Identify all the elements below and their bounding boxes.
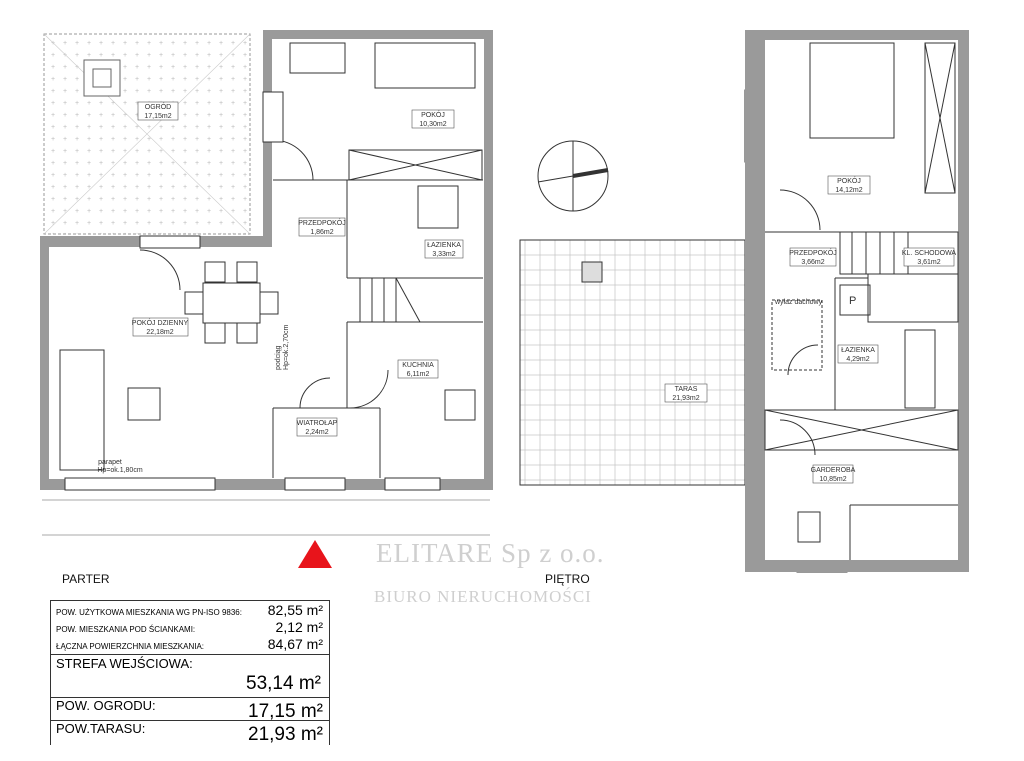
svg-text:PRZEDPOKÓJ: PRZEDPOKÓJ <box>298 218 345 227</box>
sidewalk <box>42 499 490 536</box>
terrace-row: POW.TARASU:21,93 m² <box>51 720 329 745</box>
svg-text:2,24m2: 2,24m2 <box>305 429 328 436</box>
svg-text:POKÓJ: POKÓJ <box>421 110 445 119</box>
entrance-marker-icon <box>298 540 332 568</box>
room-label-przedpokoj: PRZEDPOKÓJ 1,86m2 <box>298 217 346 237</box>
room-label-pokoj: POKÓJ 10,30m2 <box>411 109 455 129</box>
svg-text:6,11m2: 6,11m2 <box>407 371 430 378</box>
svg-text:PRZEDPOKÓJ: PRZEDPOKÓJ <box>789 248 836 257</box>
room-label-ogrod: OGRÓD 17,15m2 <box>137 101 179 121</box>
svg-text:3,61m2: 3,61m2 <box>917 259 940 266</box>
room-label-taras: TARAS 21,93m2 <box>664 383 708 403</box>
svg-text:4,29m2: 4,29m2 <box>846 356 869 363</box>
svg-text:P: P <box>849 295 856 307</box>
room-label-lazienka-upper: ŁAZIENKA 4,29m2 <box>837 344 879 364</box>
svg-text:Hp=ok.1,80cm: Hp=ok.1,80cm <box>97 467 142 474</box>
svg-text:KL. SCHODOWA: KL. SCHODOWA <box>902 250 957 257</box>
summary-row: POW. UŻYTKOWA MIESZKANIA WG PN-ISO 9836:… <box>51 600 329 620</box>
room-label-wiatrolap: WIATROŁAP 2,24m2 <box>297 417 338 437</box>
area-summary-table: POW. UŻYTKOWA MIESZKANIA WG PN-ISO 9836:… <box>50 600 330 745</box>
svg-text:Hp=ok.2,70cm: Hp=ok.2,70cm <box>283 325 290 370</box>
summary-row: POW. MIESZKANIA POD ŚCIANKAMI:2,12 m² <box>56 619 323 635</box>
garden-row: POW. OGRODU:17,15 m² <box>51 697 329 722</box>
upper-floor-interior <box>764 42 959 560</box>
svg-text:podciąg: podciąg <box>275 345 282 370</box>
svg-text:POKÓJ: POKÓJ <box>837 176 861 185</box>
summary-row: ŁĄCZNA POWIERZCHNIA MIESZKANIA:84,67 m² <box>56 636 323 652</box>
watermark-company: ELITARE Sp z o.o. <box>376 538 605 568</box>
room-label-garderoba: GARDEROBA 10,85m2 <box>811 464 856 484</box>
compass-icon <box>537 140 609 212</box>
upper-floor-title: PIĘTRO <box>545 572 590 586</box>
svg-text:22,18m2: 22,18m2 <box>146 329 173 336</box>
ground-floor-interior <box>59 42 483 478</box>
room-label-lazienka: ŁAZIENKA 3,33m2 <box>424 239 464 259</box>
svg-text:wyłaz dachowy: wyłaz dachowy <box>774 299 823 306</box>
room-label-pokoj-upper: POKÓJ 14,12m2 <box>827 175 871 195</box>
terrace-area <box>519 239 746 486</box>
room-label-przedpokoj-upper: PRZEDPOKÓJ 3,66m2 <box>789 247 837 267</box>
svg-text:21,93m2: 21,93m2 <box>672 395 699 402</box>
room-labels: OGRÓD 17,15m2 POKÓJ 10,30m2 PRZEDPOKÓJ 1,86… <box>97 101 957 484</box>
svg-text:ŁAZIENKA: ŁAZIENKA <box>841 347 875 354</box>
ground-floor-title: PARTER <box>62 572 110 586</box>
svg-text:ŁAZIENKA: ŁAZIENKA <box>427 242 461 249</box>
room-label-kuchnia: KUCHNIA 6,11m2 <box>397 359 439 379</box>
garden-planter <box>83 59 121 97</box>
room-label-klatka: KL. SCHODOWA 3,61m2 <box>902 247 957 267</box>
svg-text:14,12m2: 14,12m2 <box>835 187 862 194</box>
svg-text:TARAS: TARAS <box>675 386 698 393</box>
svg-text:17,15m2: 17,15m2 <box>144 113 171 120</box>
svg-text:KUCHNIA: KUCHNIA <box>402 362 434 369</box>
svg-text:10,85m2: 10,85m2 <box>819 476 846 483</box>
entry-zone-row: STREFA WEJŚCIOWA:53,14 m² <box>51 654 329 697</box>
svg-text:3,66m2: 3,66m2 <box>801 259 824 266</box>
watermark-subtitle: BIURO NIERUCHOMOŚCI <box>374 587 592 606</box>
svg-text:1,86m2: 1,86m2 <box>310 229 333 236</box>
svg-text:POKÓJ DZIENNY: POKÓJ DZIENNY <box>132 318 189 327</box>
upper-floor-walls <box>745 30 969 572</box>
svg-text:3,33m2: 3,33m2 <box>432 251 455 258</box>
svg-text:parapet: parapet <box>98 459 122 466</box>
svg-text:GARDEROBA: GARDEROBA <box>811 467 856 474</box>
svg-text:10,30m2: 10,30m2 <box>419 121 446 128</box>
svg-text:WIATROŁAP: WIATROŁAP <box>297 420 338 427</box>
room-label-pokoj-dzienny: POKÓJ DZIENNY 22,18m2 <box>132 317 189 337</box>
svg-text:OGRÓD: OGRÓD <box>145 102 171 111</box>
